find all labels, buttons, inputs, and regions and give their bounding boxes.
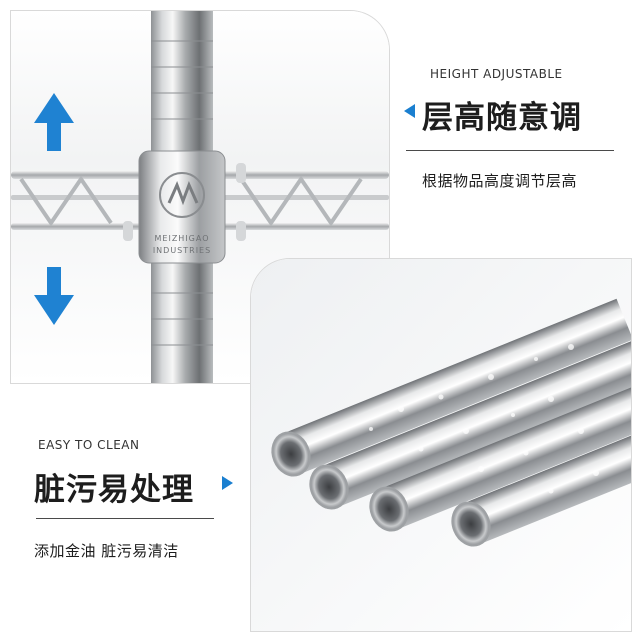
water-droplets xyxy=(369,344,599,494)
easy-to-clean-chinese-title: 脏污易处理 xyxy=(34,472,194,508)
collar-logo xyxy=(159,172,205,218)
collar-engraving-bottom: INDUSTRIES xyxy=(153,246,211,255)
wire-shelf xyxy=(11,163,389,241)
up-arrow-icon xyxy=(34,93,74,151)
height-adjustable-english-title: HEIGHT ADJUSTABLE xyxy=(430,67,563,81)
steel-tubes-photo xyxy=(250,258,632,632)
height-adjustable-description: 根据物品高度调节层高 xyxy=(422,172,578,190)
tube-4 xyxy=(451,368,631,547)
divider-top xyxy=(406,150,614,151)
height-adjustable-chinese-title: 层高随意调 xyxy=(422,100,582,136)
tube-2 xyxy=(309,331,631,510)
easy-to-clean-english-title: EASY TO CLEAN xyxy=(38,438,140,452)
pole-collar: MEIZHIGAO INDUSTRIES xyxy=(138,150,226,264)
steel-tubes-illustration xyxy=(251,259,631,631)
easy-to-clean-description: 添加金油 脏污易清洁 xyxy=(34,542,179,560)
down-arrow-icon xyxy=(34,267,74,325)
shelf-pole-illustration: MEIZHIGAO INDUSTRIES xyxy=(11,11,389,383)
collar-engraving-top: MEIZHIGAO xyxy=(155,234,210,243)
divider-bottom xyxy=(36,518,214,519)
right-triangle-icon xyxy=(222,476,233,490)
shelf-pole-photo: MEIZHIGAO INDUSTRIES xyxy=(10,10,390,384)
left-triangle-icon xyxy=(404,104,415,118)
tube-3 xyxy=(369,353,631,532)
